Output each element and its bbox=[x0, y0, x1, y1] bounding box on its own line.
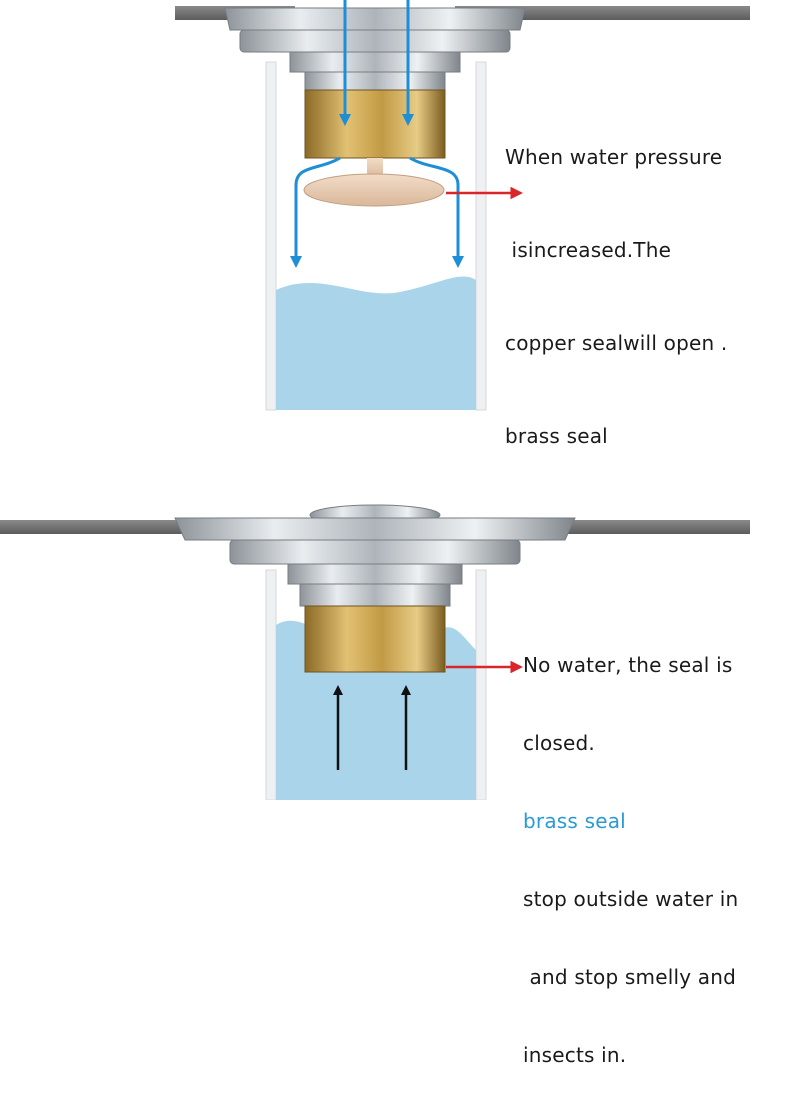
caption-line: closed. bbox=[523, 731, 595, 755]
drain-flange bbox=[174, 517, 576, 541]
drain-flange bbox=[224, 7, 526, 31]
floor-slab-right bbox=[455, 6, 750, 20]
drain-neck bbox=[289, 51, 461, 73]
top-caption: When water pressure isincreased.The copp… bbox=[505, 80, 727, 483]
caption-line: copper sealwill open . bbox=[505, 331, 728, 355]
pipe-wall-left bbox=[265, 569, 277, 800]
outflow-arrow-icon bbox=[409, 156, 464, 268]
seal-stem bbox=[367, 158, 383, 178]
pipe-wall-right bbox=[475, 569, 487, 800]
pipe-wall-right bbox=[475, 61, 487, 411]
brass-body bbox=[304, 89, 446, 159]
caption-line: insects in. bbox=[523, 1043, 627, 1067]
caption-line: isincreased.The bbox=[505, 238, 672, 262]
drain-ring bbox=[304, 71, 446, 91]
brass-seal-label: brass seal bbox=[505, 424, 608, 448]
water-body bbox=[276, 276, 476, 410]
caption-line: stop outside water in bbox=[523, 887, 739, 911]
drain-collar bbox=[229, 539, 521, 565]
brass-seal-label: brass seal bbox=[523, 809, 626, 833]
pipe-wall-left bbox=[265, 61, 277, 411]
floor-drain-diagram bbox=[0, 0, 750, 800]
caption-line: When water pressure bbox=[505, 145, 723, 169]
bottom-panel bbox=[0, 504, 750, 800]
bottom-caption: No water, the seal is closed. brass seal… bbox=[523, 600, 738, 1094]
drain-ring bbox=[299, 583, 451, 607]
drain-collar bbox=[239, 29, 511, 53]
outflow-arrow-icon bbox=[290, 156, 341, 268]
caption-line: and stop smelly and bbox=[523, 965, 737, 989]
brass-seal-disc-open bbox=[303, 173, 445, 207]
drain-neck bbox=[287, 563, 463, 585]
caption-line: No water, the seal is bbox=[523, 653, 733, 677]
brass-body bbox=[304, 605, 446, 673]
top-panel bbox=[175, 0, 750, 411]
